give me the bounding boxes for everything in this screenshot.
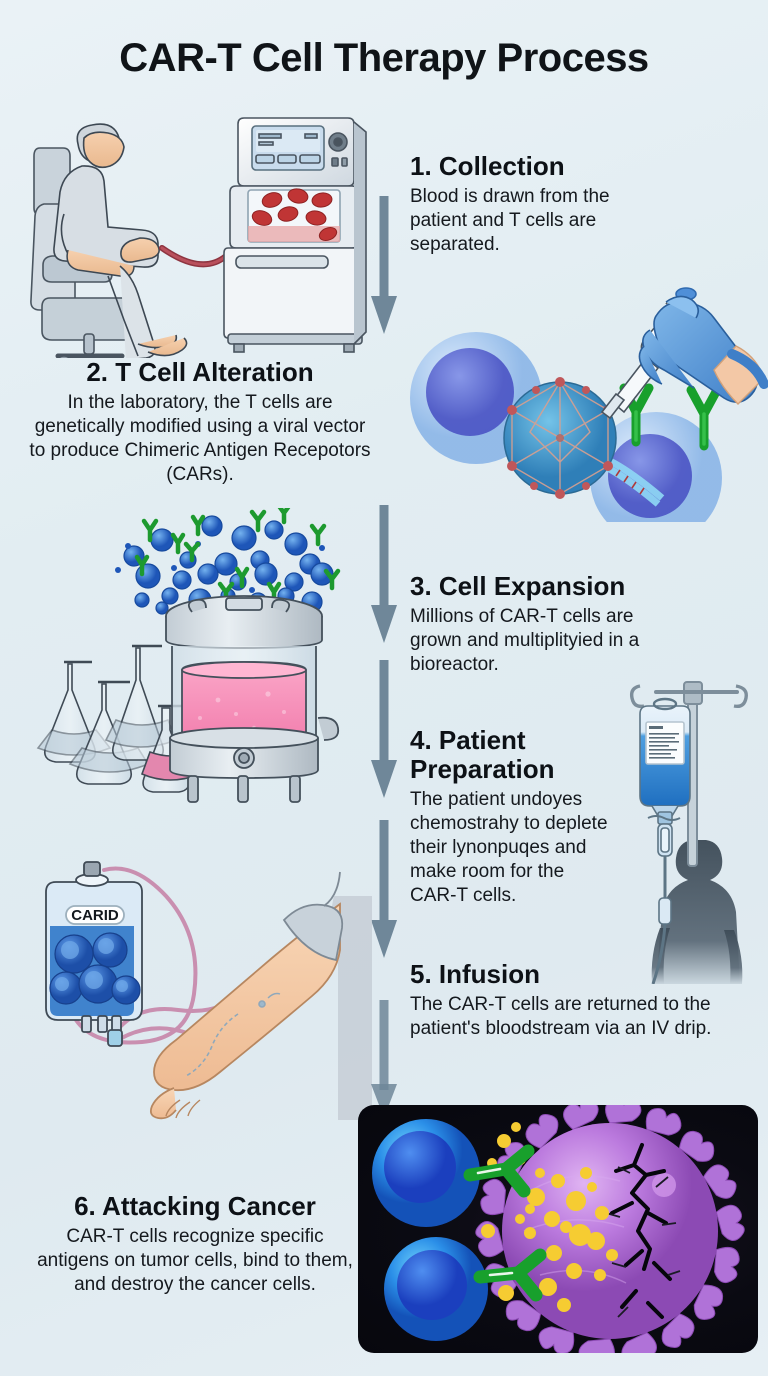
step-3-heading: 3. Cell Expansion <box>410 571 626 601</box>
step-2-heading: 2. T Cell Alteration <box>86 357 314 387</box>
flow-arrow-1 <box>371 196 397 334</box>
flow-arrow-5 <box>371 1000 397 1118</box>
step-5-infusion: 5. Infusion The CAR-T cells are returned… <box>410 959 755 1041</box>
step-1-body: Blood is drawn from the patient and T ce… <box>410 186 610 255</box>
step-3-body: Millions of CAR-T cells are grown and mu… <box>410 606 640 675</box>
step-4-body: The patient undoyes chemostrahy to deple… <box>410 789 608 906</box>
infusion-illustration: CARID <box>45 861 372 1120</box>
step-6-heading: 6. Attacking Cancer <box>74 1191 316 1221</box>
step-2-t-cell-alteration: 2. T Cell Alteration In the laboratory, … <box>25 357 375 487</box>
iv-drip-illustration <box>629 681 748 984</box>
step-3-cell-expansion: 3. Cell Expansion Millions of CAR-T cell… <box>410 571 675 677</box>
flow-arrow-2 <box>371 505 397 643</box>
step-4-heading: 4. Patient Preparation <box>410 725 555 785</box>
step-2-body: In the laboratory, the T cells are genet… <box>29 392 371 485</box>
step-1-collection: 1. Collection Blood is drawn from the pa… <box>410 151 660 257</box>
step-5-body: The CAR-T cells are returned to the pati… <box>410 994 712 1040</box>
flow-arrow-3 <box>371 660 397 798</box>
flow-arrow-4 <box>371 820 397 958</box>
page-title: CAR-T Cell Therapy Process <box>119 36 649 80</box>
bioreactor-illustration <box>36 508 341 803</box>
attacking-cancer-panel <box>358 1105 758 1353</box>
infusion-bag-label: CARID <box>71 907 119 924</box>
apheresis-illustration <box>30 117 367 358</box>
step-4-patient-preparation: 4. Patient Preparation The patient undoy… <box>410 725 615 908</box>
step-5-heading: 5. Infusion <box>410 959 540 989</box>
viral-vector-illustration <box>410 287 768 522</box>
step-6-body: CAR-T cells recognize specific antigens … <box>37 1226 353 1295</box>
step-6-attacking-cancer: 6. Attacking Cancer CAR-T cells recogniz… <box>35 1191 355 1297</box>
step-1-heading: 1. Collection <box>410 151 565 181</box>
